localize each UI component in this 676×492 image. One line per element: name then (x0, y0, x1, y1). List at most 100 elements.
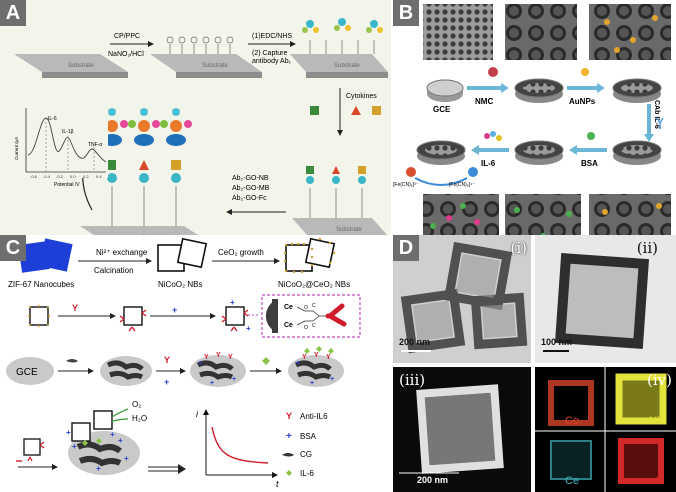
peak-label-il1b: IL-1β (62, 129, 74, 135)
gce-electrode: GCE (6, 357, 54, 385)
svg-text:+: + (118, 436, 123, 445)
ce-label-1: Ce (284, 304, 293, 311)
svg-text:Y: Y (204, 354, 209, 361)
svg-text:Y: Y (302, 354, 307, 361)
svg-text:+: + (96, 464, 101, 473)
o2-label: O₂ (132, 400, 141, 409)
svg-text:+: + (210, 380, 214, 387)
eds-map-o (618, 438, 664, 484)
substrate-1-label: Substrate (68, 63, 94, 69)
eds-map-ni (615, 373, 667, 425)
bsa-symbol-1: + (172, 305, 177, 315)
arrow-bsa: BSA (569, 132, 607, 168)
panel-c-scheme: ZIF-67 Nanocubes Ni²⁺ exchange Calcinati… (6, 237, 361, 489)
stem-image-iii: (iii) 200 nm (393, 367, 531, 492)
panel-c: C ZIF-67 Nanocubes Ni²⁺ exchange Calcina… (0, 235, 391, 492)
substrate-1: Substrate (14, 54, 128, 78)
ab2-fc: Ab₂-GO-Fc (232, 195, 267, 202)
xtick-1: -0.4 (43, 174, 51, 179)
anti-il6-symbol-1: Y (72, 303, 78, 313)
step2-line2: (2) Capture (252, 50, 288, 57)
cytokine-shape-1 (310, 106, 319, 115)
legend-cg: CG (300, 450, 312, 459)
zif67-cubes: ZIF-67 Nanocubes (8, 238, 74, 289)
eds-label-co: Co (565, 415, 580, 427)
panel-d-label: D (393, 235, 419, 261)
nicoo2-boxes: NiCoO₂ NBs (157, 237, 208, 289)
disk-aunps (612, 78, 662, 103)
panel-b-label: B (393, 0, 419, 26)
substrate-3: Substrate (290, 18, 388, 78)
svg-text:Y: Y (216, 352, 221, 359)
step-bsa: BSA (581, 159, 598, 168)
tem-image-ii: (ii) 100 nm (535, 235, 676, 363)
svg-text:O: O (304, 325, 308, 331)
eds-label-o: O (655, 475, 664, 487)
redox-ferro: [Fe(CN)₆]⁴⁻ (449, 182, 475, 188)
svg-text:+: + (198, 360, 202, 367)
arrow-cab: CAb IL-6 (644, 100, 664, 142)
legend-cg-icon (282, 453, 294, 457)
arrow-step-1: CP/PPC NaNO₂/HCl (108, 33, 154, 58)
step-cab: CAb IL-6 (653, 100, 660, 129)
nicoo2-label: NiCoO₂ NBs (158, 280, 202, 289)
current-time-plot: i t (196, 409, 279, 489)
voltammogram-plot: IL-6 IL-1β TNF-α Current /μA -0.6 -0.4 -… (14, 108, 108, 188)
arrow-ab2: Ab₂-GO-NB Ab₂-GO-MB Ab₂-GO-Fc (226, 175, 286, 215)
nicoo2-ceo2-label: NiCoO₂@CeO₂ NBs (278, 280, 350, 289)
step-il6: IL-6 (481, 159, 496, 168)
peak-label-il6: IL-6 (48, 116, 57, 122)
svg-text:C: C (312, 303, 316, 309)
arrow-step-2: (1)EDC/NHS (2) Capture antibody Ab₁ (248, 33, 296, 65)
eds-label-ce: Ce (565, 475, 580, 487)
cytokine-shape-3 (372, 106, 381, 115)
svg-text:+: + (66, 428, 71, 437)
step-aunps: AuNPs (569, 97, 596, 106)
xtick-5: 0.4 (96, 174, 102, 179)
ab2-mb: Ab₂-GO-MB (232, 185, 270, 192)
ce-label-2: Ce (284, 322, 293, 329)
svg-text:+: + (232, 376, 236, 383)
nicoo2-ceo2-boxes: NiCoO₂@CeO₂ NBs (278, 237, 350, 289)
legend-anti-il6-icon: Y (286, 411, 292, 421)
svg-text:+: + (110, 430, 115, 439)
svg-text:Y: Y (326, 354, 331, 361)
current-decay-curve (211, 426, 269, 464)
svg-text:+: + (230, 298, 235, 307)
sem-tile-1 (423, 4, 493, 60)
plot-xticks: -0.6 -0.4 -0.2 0.0 0.2 0.4 (30, 174, 102, 179)
panel-c-legend: Y Anti-IL6 + BSA CG IL-6 (282, 411, 328, 478)
sublabel-iii: (iii) (399, 371, 426, 389)
nmc-particle (488, 67, 498, 77)
eds-map-co (548, 380, 594, 426)
tem-image-i: D (i) 200 nm (393, 235, 531, 363)
cytokines-label: Cytokines (346, 93, 377, 100)
panel-a: A Substrate Substrate Substrate (0, 0, 391, 255)
svg-text:O: O (304, 305, 308, 311)
arrow-aunps: AuNPs (567, 83, 605, 106)
svg-text:+: + (310, 380, 314, 387)
substrate-2-label: Substrate (202, 63, 228, 69)
legend-il6-icon (286, 470, 292, 476)
sem-tile-2 (505, 4, 577, 60)
panel-a-label: A (0, 0, 26, 26)
conjugation-row: Y + + + (28, 298, 260, 333)
ab2-nb: Ab₂-GO-NB (232, 175, 269, 182)
panel-a-scheme: Substrate Substrate Substrate (14, 18, 388, 250)
disk-nmc (514, 78, 564, 103)
eds-maps-iv: (iv) Co Ni Ce O (535, 367, 676, 492)
aunp-particle (581, 68, 589, 76)
substrate-2: Substrate (150, 36, 262, 78)
disk-cab (612, 140, 662, 165)
svg-text:+: + (330, 376, 334, 383)
sem-tile-3 (589, 4, 671, 60)
peak-label-tnfa: TNF-α (88, 142, 102, 148)
arrow-ceo2: CeO₂ growth (212, 248, 280, 264)
detection-row: ++++++ O₂ H₂O (16, 400, 186, 475)
sublabel-i: (i) (510, 239, 527, 257)
cytokine-shape-2 (351, 106, 361, 115)
arrow-cytokines: Cytokines (310, 88, 381, 136)
panel-d: D (i) 200 nm (ii) 100 nm (iii) 200 nm (393, 235, 676, 492)
step2-line1: (1)EDC/NHS (252, 33, 292, 40)
